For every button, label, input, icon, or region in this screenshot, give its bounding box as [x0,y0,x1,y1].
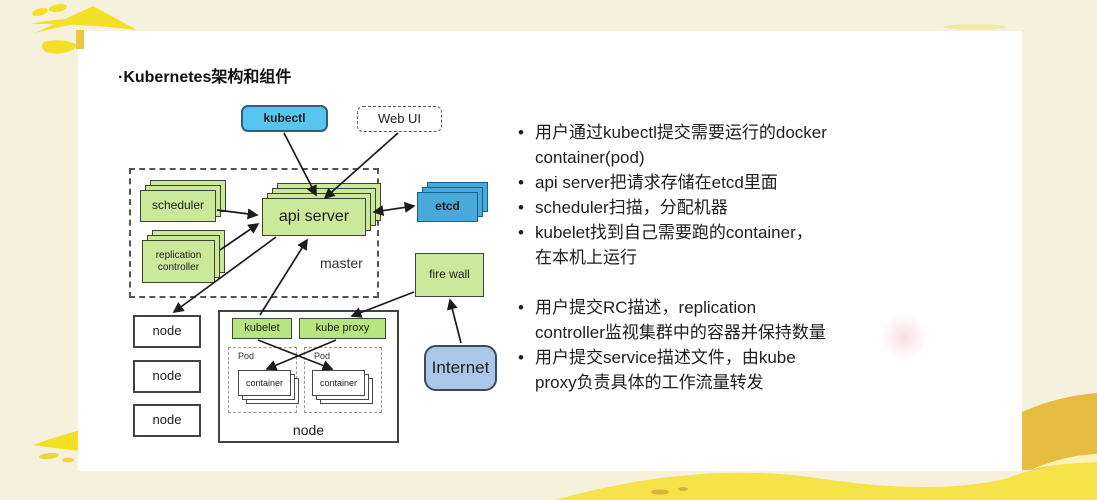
kube-proxy-box: kube proxy [299,318,386,339]
bullet-dot: • [518,198,524,217]
node-box-2: node [133,360,201,393]
node-box-1: node [133,315,201,348]
bullet-dot: • [518,173,524,192]
top-right-smudge-decoration [943,24,1007,30]
api-server-label: api server [262,198,366,236]
pod-label: Pod [314,351,331,361]
bullet-item: • kubelet找到自己需要跑的container， 在本机上运行 [518,220,958,270]
bullet-item: • scheduler扫描，分配机器 [518,195,958,220]
container-label: container [312,370,365,396]
container-box-1: container [238,370,299,404]
bullet-item: • 用户提交RC描述，replication controller监视集群中的容… [518,295,958,345]
bullet-list-top: • 用户通过kubectl提交需要运行的docker container(pod… [518,120,958,270]
bullet-dot: • [518,348,524,367]
internet-box: Internet [424,345,497,391]
bullet-text: kubelet找到自己需要跑的container， 在本机上运行 [535,223,813,267]
kubelet-box: kubelet [232,318,292,339]
firewall-box: fire wall [415,253,484,297]
bullet-text: api server把请求存储在etcd里面 [535,173,778,192]
replication-controller-box: replication controller [142,230,225,283]
kubectl-box: kubectl [241,105,328,132]
bullet-list-bottom: • 用户提交RC描述，replication controller监视集群中的容… [518,295,958,395]
bullet-item: • api server把请求存储在etcd里面 [518,170,958,195]
node-group-label: node [292,422,325,438]
pink-blob-artifact [881,314,927,360]
pod-label: Pod [238,351,255,361]
bullet-dot: • [518,223,524,242]
node-box-3: node [133,404,201,437]
bullet-text: scheduler扫描，分配机器 [535,198,728,217]
replication-controller-label: replication controller [142,240,215,283]
slide-canvas: ·Kubernetes架构和组件 kubectl Web UI master s… [78,31,1022,471]
container-box-2: container [312,370,373,404]
bullet-dot: • [518,123,524,142]
bullet-text: 用户通过kubectl提交需要运行的docker container(pod) [535,123,827,167]
web-ui-box: Web UI [357,106,442,132]
bullet-dot: • [518,298,524,317]
slide-title: ·Kubernetes架构和组件 [118,69,292,86]
bullet-item: • 用户通过kubectl提交需要运行的docker container(pod… [518,120,958,170]
bottom-left-arrow-decoration [33,429,84,463]
container-label: container [238,370,291,396]
scheduler-label: scheduler [140,190,216,222]
master-label: master [320,255,363,271]
scheduler-box: scheduler [140,180,226,222]
bullet-item: • 用户提交service描述文件，由kube proxy负责具体的工作流量转发 [518,345,958,395]
etcd-box: etcd [417,182,488,222]
bullet-text: 用户提交RC描述，replication controller监视集群中的容器并… [535,298,826,342]
api-server-box: api server [262,183,381,236]
etcd-label: etcd [417,192,478,222]
bullet-text: 用户提交service描述文件，由kube proxy负责具体的工作流量转发 [535,348,796,392]
